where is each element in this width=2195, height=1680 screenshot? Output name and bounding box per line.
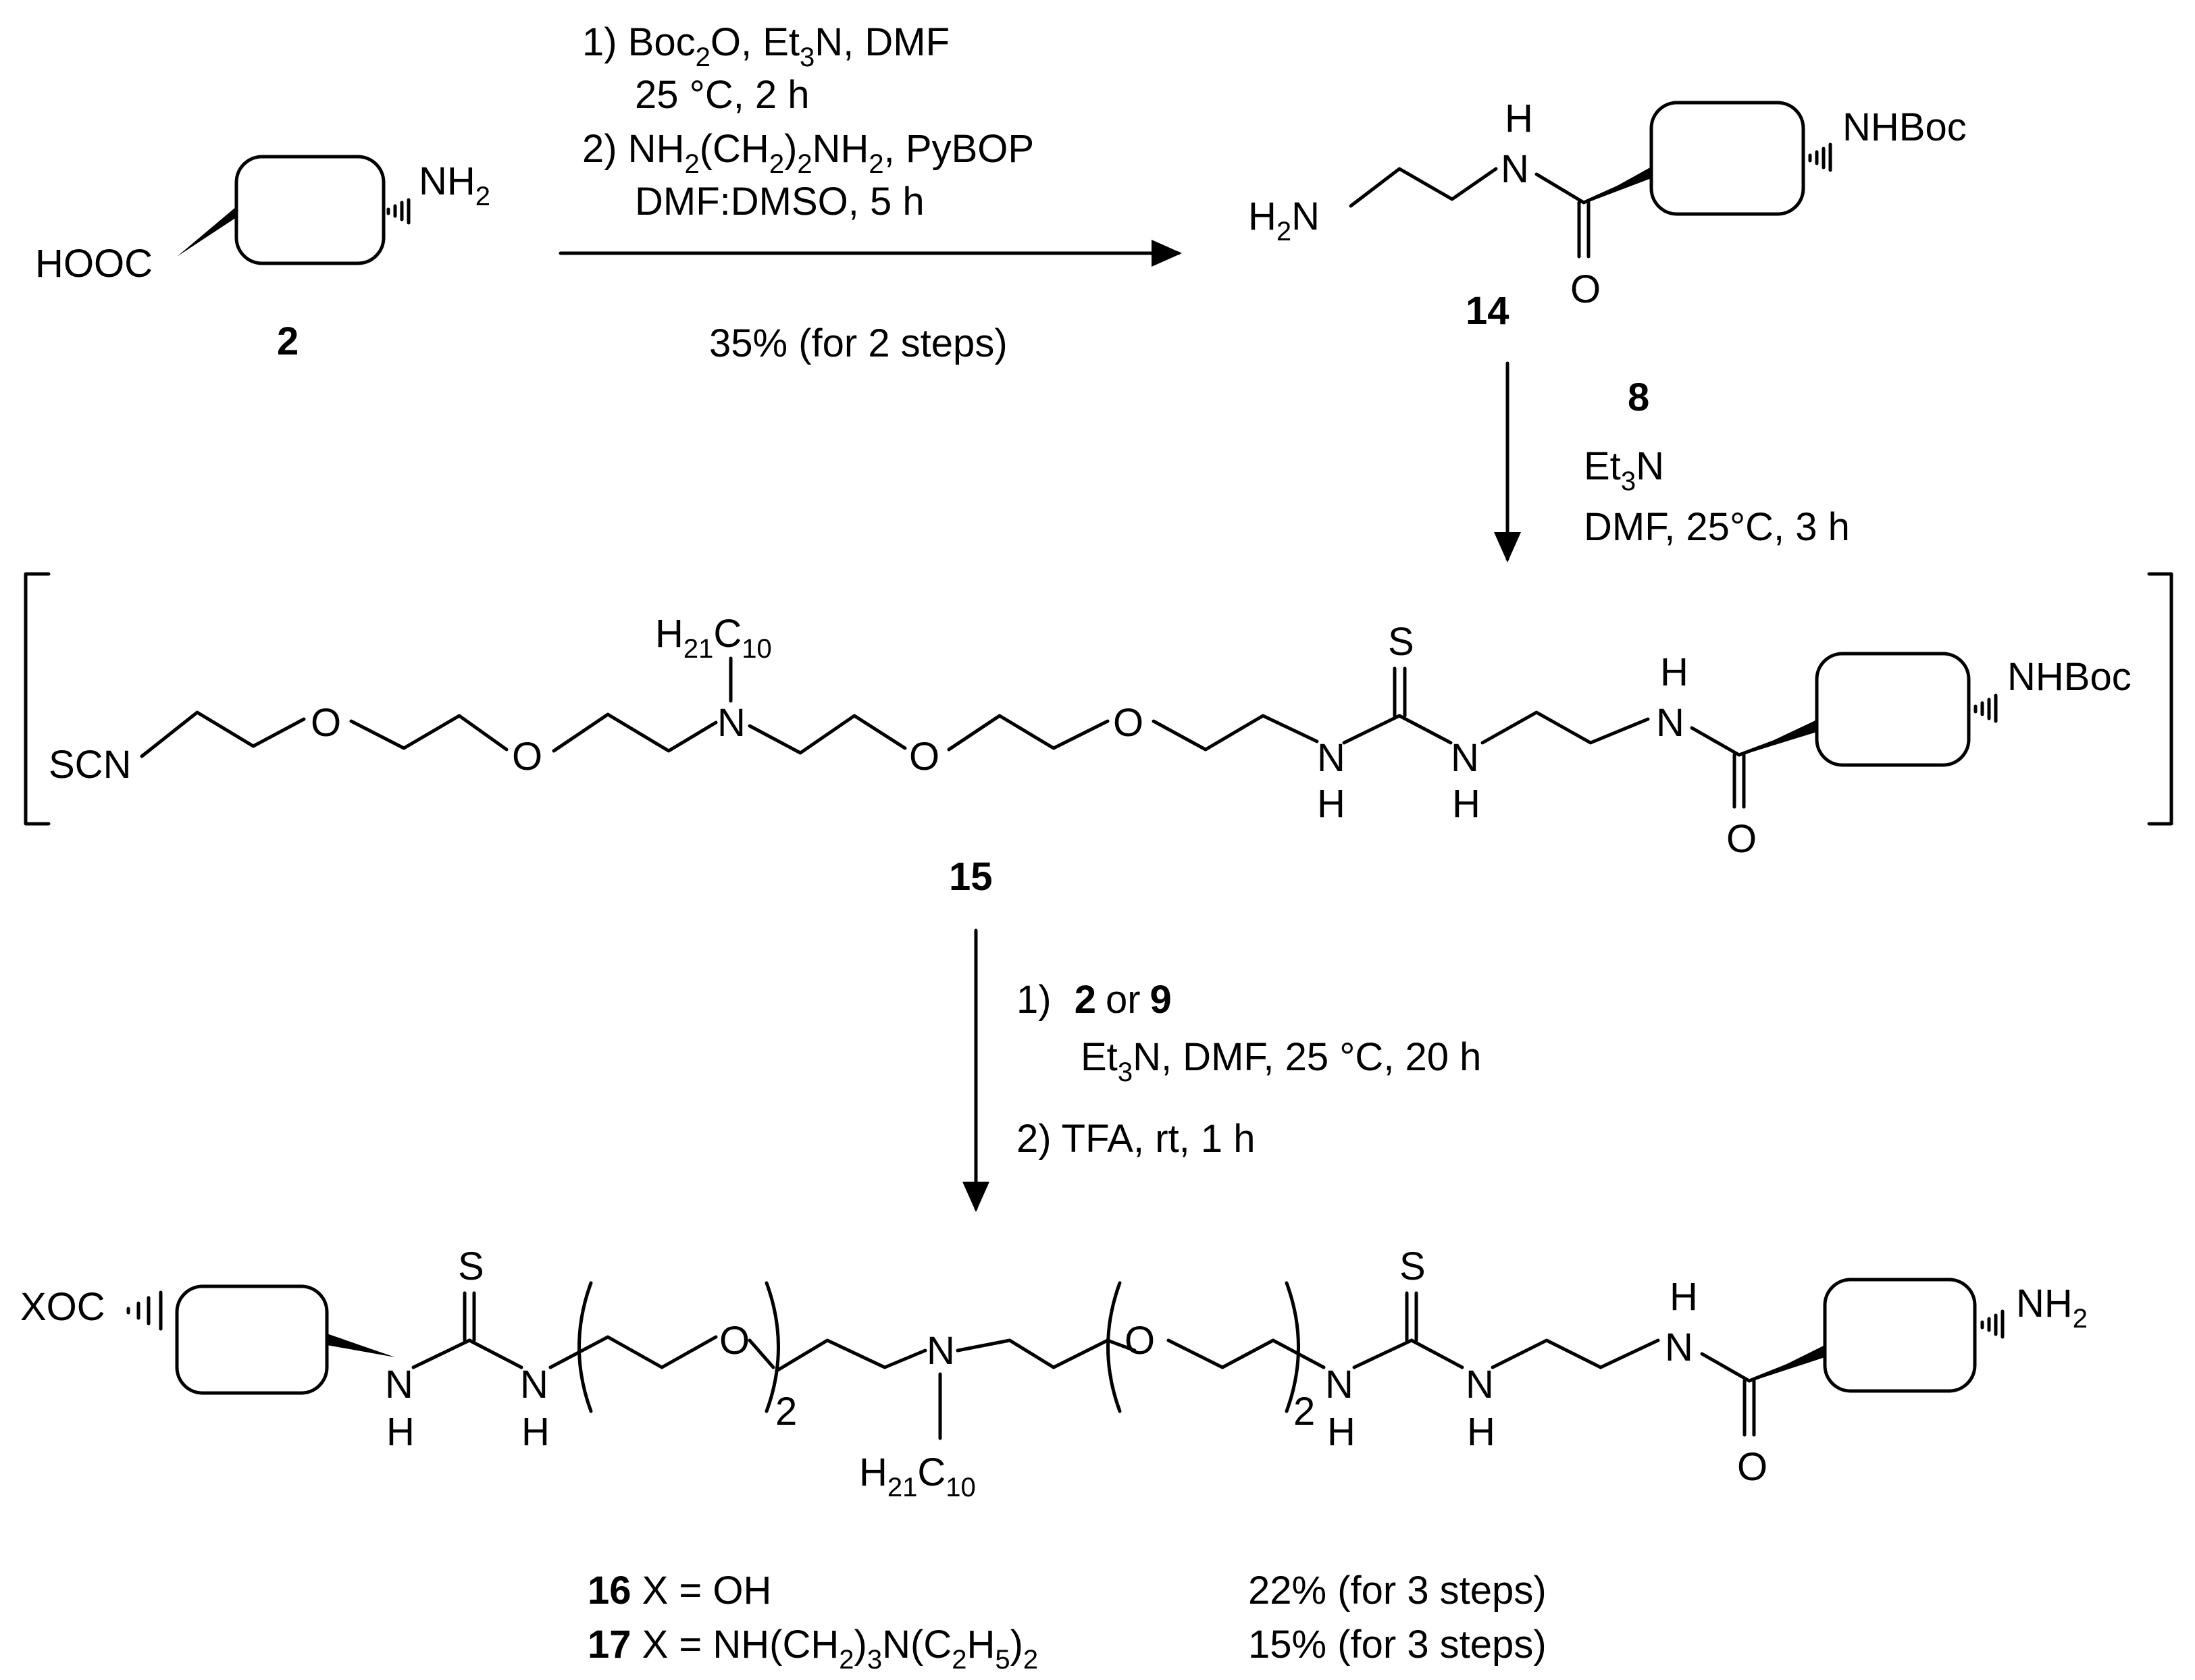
thiourea-n1: N [1317,736,1345,780]
thiourea-h2: H [1452,782,1480,826]
center-n: N [927,1329,955,1373]
hashed-bond [126,1290,163,1331]
thione-s2: S [1399,1244,1426,1288]
compound-15-number: 15 [949,855,993,899]
step-2-conditions: 8 Et3N DMF, 25°C, 3 h [1494,361,1850,562]
compound-2-number: 2 [277,319,299,363]
cooh-label: HOOC [35,242,153,286]
step2-reagent-2: DMF, 25°C, 3 h [1584,505,1850,549]
center-n: N [717,701,746,745]
thiourea-n2: N [1451,736,1479,780]
step3-reagent-1-line2: Et3N, DMF, 25 °C, 20 h [1081,1035,1481,1087]
nhboc-label: NHBoc [2007,655,2132,699]
product-17-label: 17 X = NH(CH2)3N(C2H5)2 15% (for 3 steps… [588,1623,1547,1675]
carbonyl-o: O [1737,1445,1767,1489]
peg-chain-left [140,710,306,758]
amide-n: N [1665,1325,1693,1369]
nhboc-label: NHBoc [1842,105,1967,149]
amine-label: NH2 [419,159,490,211]
left-bracket [24,572,51,826]
hashed-bond [1980,1309,2005,1339]
hashed-bond [386,198,411,225]
compound-16-17: XOC N H S N H O 2 N H21C10 O 2 [20,1244,2088,1502]
thiourea-n3: N [1325,1363,1353,1407]
paren-left-close [765,1281,780,1413]
right-bracket [2147,572,2173,826]
wedge-bond [177,207,236,257]
thiourea-n4: N [1466,1363,1494,1407]
thione-s: S [1388,620,1414,664]
ethylene-chain [1349,167,1498,208]
step3-reagent-2: 2) TFA, rt, 1 h [1016,1117,1256,1161]
carbonyl-o: O [1570,267,1601,311]
cyclohexane-ring [1823,1278,1977,1393]
ether-o2: O [512,735,542,779]
compound-15: SCN O O N H21C10 O O N H S N H H N O [24,572,2173,899]
thione-s1: S [458,1244,484,1288]
amide-h: H [1505,97,1533,140]
ether-o3: O [909,735,939,779]
thiourea-h1: H [1317,782,1345,826]
step2-reagent-1: Et3N [1584,444,1664,496]
amide-n: N [1656,701,1684,745]
alkyl-label: H21C10 [859,1450,976,1502]
step1-reagent-1a: 1) Boc2O, Et3N, DMF [582,20,950,72]
compound-14: H2N H N O NHBoc 14 [1248,97,1967,333]
thiourea-n2: N [520,1363,548,1407]
step1-reagent-2b: DMF:DMSO, 5 h [635,180,925,224]
repeat-right: 2 [1293,1390,1315,1434]
amide-h: H [1660,650,1688,694]
thiourea-n1: N [385,1363,413,1407]
step1-reagent-1b: 25 °C, 2 h [635,73,810,117]
step1-reagent-2a-full: 2) NH2(CH2)2NH2, PyBOP [582,127,1034,179]
scn-label: SCN [49,743,131,787]
amide-h: H [1670,1275,1698,1319]
ether-o-right: O [1125,1319,1155,1363]
ether-o4: O [1113,701,1143,745]
cyclohexane-ring [234,155,386,265]
thiourea-h4: H [1467,1410,1495,1454]
thiourea-h2: H [521,1410,550,1454]
alkyl-label: H21C10 [655,612,772,664]
cyclohexane-ring [1815,652,1971,767]
step1-yield: 35% (for 2 steps) [709,321,1008,365]
repeat-left: 2 [775,1390,797,1434]
product-16-formula: 16 X = OH [588,1569,771,1612]
hashed-bond [1808,142,1832,172]
thiourea-h3: H [1327,1410,1355,1454]
product-17-formula: 17 X = NH(CH2)3N(C2H5)2 [588,1623,1038,1675]
h2n-label: H2N [1248,194,1320,246]
paren-left [577,1281,593,1413]
reagent-8-number: 8 [1628,375,1649,419]
product-16-yield: 22% (for 3 steps) [1248,1569,1547,1612]
compound-2: HOOC NH2 2 [35,155,490,363]
hashed-bond [1973,693,1998,723]
ether-o-left: O [719,1319,750,1363]
carbonyl-o: O [1726,817,1757,861]
xoc-label: XOC [20,1285,105,1329]
thiourea-h1: H [386,1410,415,1454]
product-16-label: 16 X = OH 22% (for 3 steps) [588,1569,1547,1612]
ether-o1: O [311,701,341,745]
compound-14-number: 14 [1466,289,1509,333]
amine-label: NH2 [2016,1282,2088,1334]
amide-n: N [1501,147,1529,191]
cyclohexane-ring [1649,101,1805,216]
wedge-bond [1587,167,1651,203]
paren-right-close [1285,1281,1300,1413]
cyclohexane-ring [175,1284,329,1395]
product-17-yield: 15% (for 3 steps) [1248,1623,1547,1666]
paren-right [1106,1281,1122,1413]
step-1-conditions: 1) Boc2O, Et3N, DMF 25 °C, 2 h 2 2) NH2(… [559,20,1182,365]
